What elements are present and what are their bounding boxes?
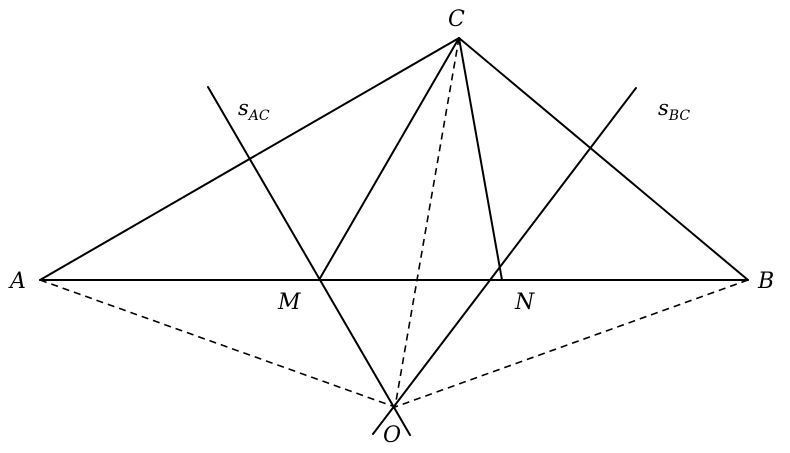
point-label-n: N [514, 290, 535, 315]
point-label-m: M [277, 290, 301, 315]
bisector-label-ac: sAC [238, 96, 270, 124]
point-label-o: O [383, 423, 401, 448]
bisector-label-bc-base: s [658, 96, 669, 120]
bisector-line-ac [207, 86, 411, 436]
bisector-label-bc-sub: BC [668, 108, 691, 124]
side-bc [458, 37, 749, 281]
dashed-segment-co [394, 37, 460, 408]
point-label-b: B [757, 269, 774, 294]
point-label-c: C [448, 7, 465, 32]
point-label-a: A [8, 269, 26, 294]
bisector-label-ac-sub: AC [247, 108, 270, 124]
bisector-label-bc: sBC [658, 96, 690, 124]
dashed-segment-bo [394, 279, 749, 408]
segment-cm [318, 37, 460, 281]
dashed-segment-ao [39, 279, 396, 408]
bisector-label-ac-base: s [238, 96, 249, 120]
segment-cn [458, 37, 503, 281]
bisector-line-bc [372, 87, 637, 435]
